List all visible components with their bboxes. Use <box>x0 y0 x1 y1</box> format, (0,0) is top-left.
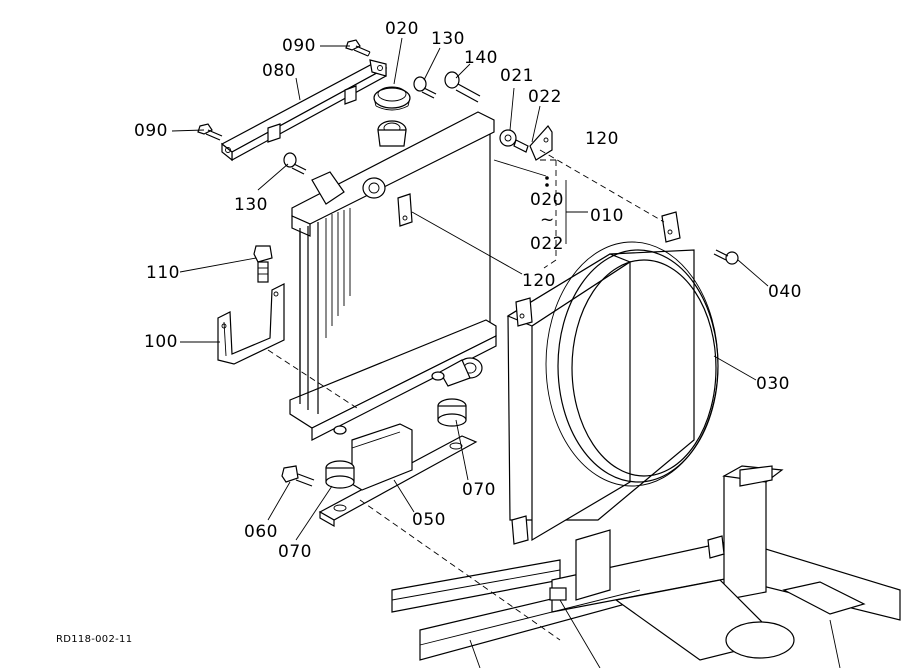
label-010: 010 <box>590 206 624 226</box>
label-050: 050 <box>412 510 446 530</box>
radiator-bracket <box>220 59 388 162</box>
label-070-bottom: 070 <box>278 542 312 562</box>
cushion-021 <box>499 129 529 153</box>
mount-rubber-070-bottom <box>325 460 355 489</box>
range-tilde: ~ <box>540 210 555 230</box>
leader-lines <box>171 37 769 541</box>
label-130-top: 130 <box>431 29 465 49</box>
label-040: 040 <box>768 282 802 302</box>
label-090-top: 090 <box>282 36 316 56</box>
bolt-130-top <box>413 76 437 99</box>
assembly-lines <box>267 149 665 641</box>
label-022-top: 022 <box>528 87 562 107</box>
label-021: 021 <box>500 66 534 86</box>
radiator-base <box>318 423 478 528</box>
label-070-right: 070 <box>462 480 496 500</box>
label-110: 110 <box>146 263 180 283</box>
bolt-060 <box>281 465 315 487</box>
label-060: 060 <box>244 522 278 542</box>
label-022-range: 022 <box>530 234 564 254</box>
label-140: 140 <box>464 48 498 68</box>
label-130-left: 130 <box>234 195 268 215</box>
support-bracket <box>217 283 285 365</box>
mount-rubber-070-right <box>437 398 467 427</box>
label-100: 100 <box>144 332 178 352</box>
label-120-mid: 120 <box>522 271 556 291</box>
stay-022 <box>529 125 553 161</box>
tractor-frame <box>391 465 901 668</box>
radiator-core <box>289 111 497 441</box>
label-020-range: 020 <box>530 190 564 210</box>
bolt-110 <box>253 245 273 283</box>
radiator-cap <box>373 86 411 111</box>
bolt-130-left <box>283 152 307 175</box>
bolt-090-top <box>345 39 371 57</box>
fan-shroud <box>506 211 719 545</box>
label-020-top: 020 <box>385 19 419 39</box>
label-080: 080 <box>262 61 296 81</box>
bolt-040 <box>713 249 739 265</box>
label-030: 030 <box>756 374 790 394</box>
label-090-left: 090 <box>134 121 168 141</box>
range-dots <box>545 176 549 187</box>
label-120-top: 120 <box>585 129 619 149</box>
figure-code: RD118-002-11 <box>56 634 133 645</box>
bolt-090-left <box>197 123 223 141</box>
bolt-140 <box>444 71 481 103</box>
